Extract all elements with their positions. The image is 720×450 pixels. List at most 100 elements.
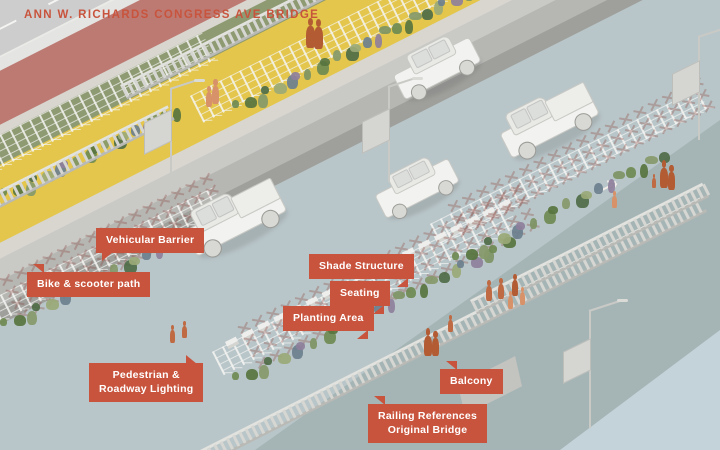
planting-clump-north [261,86,270,95]
light-pole-center-luminaire-icon [617,299,628,303]
planting-clump-southeast [548,206,559,215]
planting-clump-southwest [142,248,152,260]
planting-clump-south [309,338,317,350]
pedestrian-figure [306,17,315,48]
planting-clump-northwest [71,157,79,169]
planting-clump-south [277,353,291,365]
planting-clump-southeast [612,170,625,179]
planting-clump-south [420,284,429,299]
pedestrian-figure [182,321,187,338]
planting-clump-southwest [110,263,119,275]
pedestrian-figure [612,191,617,208]
callout-railing-references[interactable]: Railing References Original Bridge [368,396,488,443]
callout-label-text: Balcony [450,375,493,387]
planting-clump-south [438,272,450,284]
callout-label-text: Pedestrian & Roadway Lighting [99,369,194,395]
planting-clump-north [463,0,474,1]
planting-clump-southwest [45,299,59,311]
planting-clump-north [438,0,446,6]
planting-clump-northwest [12,185,25,197]
pedestrian-figure [206,86,212,107]
callout-pedestrian-lighting[interactable]: Pedestrian & Roadway Lighting [89,355,204,402]
callout-balcony[interactable]: Balcony [440,361,503,394]
planting-clump-north [379,25,392,34]
callout-pointer-icon [33,264,44,273]
planting-clump-north [290,72,300,81]
callout-label-text: Vehicular Barrier [106,234,195,246]
planting-clump-south [484,248,495,263]
planting-clump-northwest [172,107,181,122]
planting-clump-southwest [0,318,7,326]
callout-pointer-icon [446,361,457,370]
pedestrian-figure [170,325,175,343]
pedestrian-figure [448,315,453,332]
callout-label-text: Seating [340,287,380,299]
planting-clump-south [392,290,405,299]
planting-clump-southeast [644,155,658,164]
planting-clump-north [274,83,288,95]
planting-clump-south [470,256,483,268]
planting-clump-southeast [562,197,571,209]
planting-clump-north [257,94,268,109]
pedestrian-figure [212,79,219,104]
callout-pointer-icon [356,330,368,339]
callout-shade-structure[interactable]: Shade Structure [309,254,414,287]
page-title: ANN W. RICHARDS CONGRESS AVE BRIDGE [24,9,320,21]
pedestrian-figure [508,291,513,309]
callout-label-text: Shade Structure [319,260,404,272]
pedestrian-figure [432,331,439,356]
planting-clump-north [404,19,413,34]
pedestrian-figure [314,18,323,49]
planting-clump-north [349,44,361,53]
planting-clump-southeast [580,191,592,200]
callout-pointer-icon [396,278,408,287]
planting-clump-north [303,69,311,81]
planting-clump-southeast [479,245,490,260]
planting-clump-north [244,97,257,109]
planting-clump-southeast [497,233,511,245]
planting-clump-south [489,245,498,254]
callout-planting-area[interactable]: Planting Area [283,306,374,339]
callout-vehicular-barrier[interactable]: Vehicular Barrier [96,228,205,261]
planting-clump-southeast [594,182,604,194]
planting-clump-southeast [626,167,637,179]
planting-clump-southeast [658,152,670,164]
planting-clump-southwest [59,290,71,305]
planting-clump-north [232,100,239,108]
planting-clump-north [392,22,403,34]
callout-label-text: Planting Area [293,312,364,324]
planting-clump-south [406,287,417,299]
planting-clump-south [456,260,464,269]
planting-clump-south [424,275,438,284]
pedestrian-figure [424,328,432,356]
planting-clump-southwest [32,302,41,311]
callout-label-text: Railing References Original Bridge [378,410,478,436]
planting-clump-north [421,8,433,20]
planting-clump-southeast [607,179,615,194]
planting-clump-southeast [529,218,537,230]
callout-pointer-icon [102,252,113,261]
planting-clump-north [333,50,342,62]
callout-pointer-icon [186,355,198,364]
pedestrian-figure [486,280,492,301]
pedestrian-figure [652,174,656,188]
callout-label-text: Bike & scooter path [37,278,141,290]
planting-clump-south [296,341,306,350]
planting-clump-southeast [640,164,649,179]
planting-clump-south [291,344,303,359]
planting-clump-south [259,365,270,380]
planting-clump-south [232,372,239,380]
planting-clump-south [387,299,395,314]
callout-bike-scooter-path[interactable]: Bike & scooter path [27,264,151,297]
planting-clump-southeast [516,221,526,230]
planting-clump-northwest [0,188,7,196]
callout-seating[interactable]: Seating [330,281,390,314]
planting-clump-south [452,263,462,278]
planting-clump-southeast [484,236,493,245]
planting-clump-northwest [101,138,110,150]
planting-clump-south [245,368,258,380]
planting-clump-northwest [88,146,99,155]
pedestrian-figure [660,160,668,188]
